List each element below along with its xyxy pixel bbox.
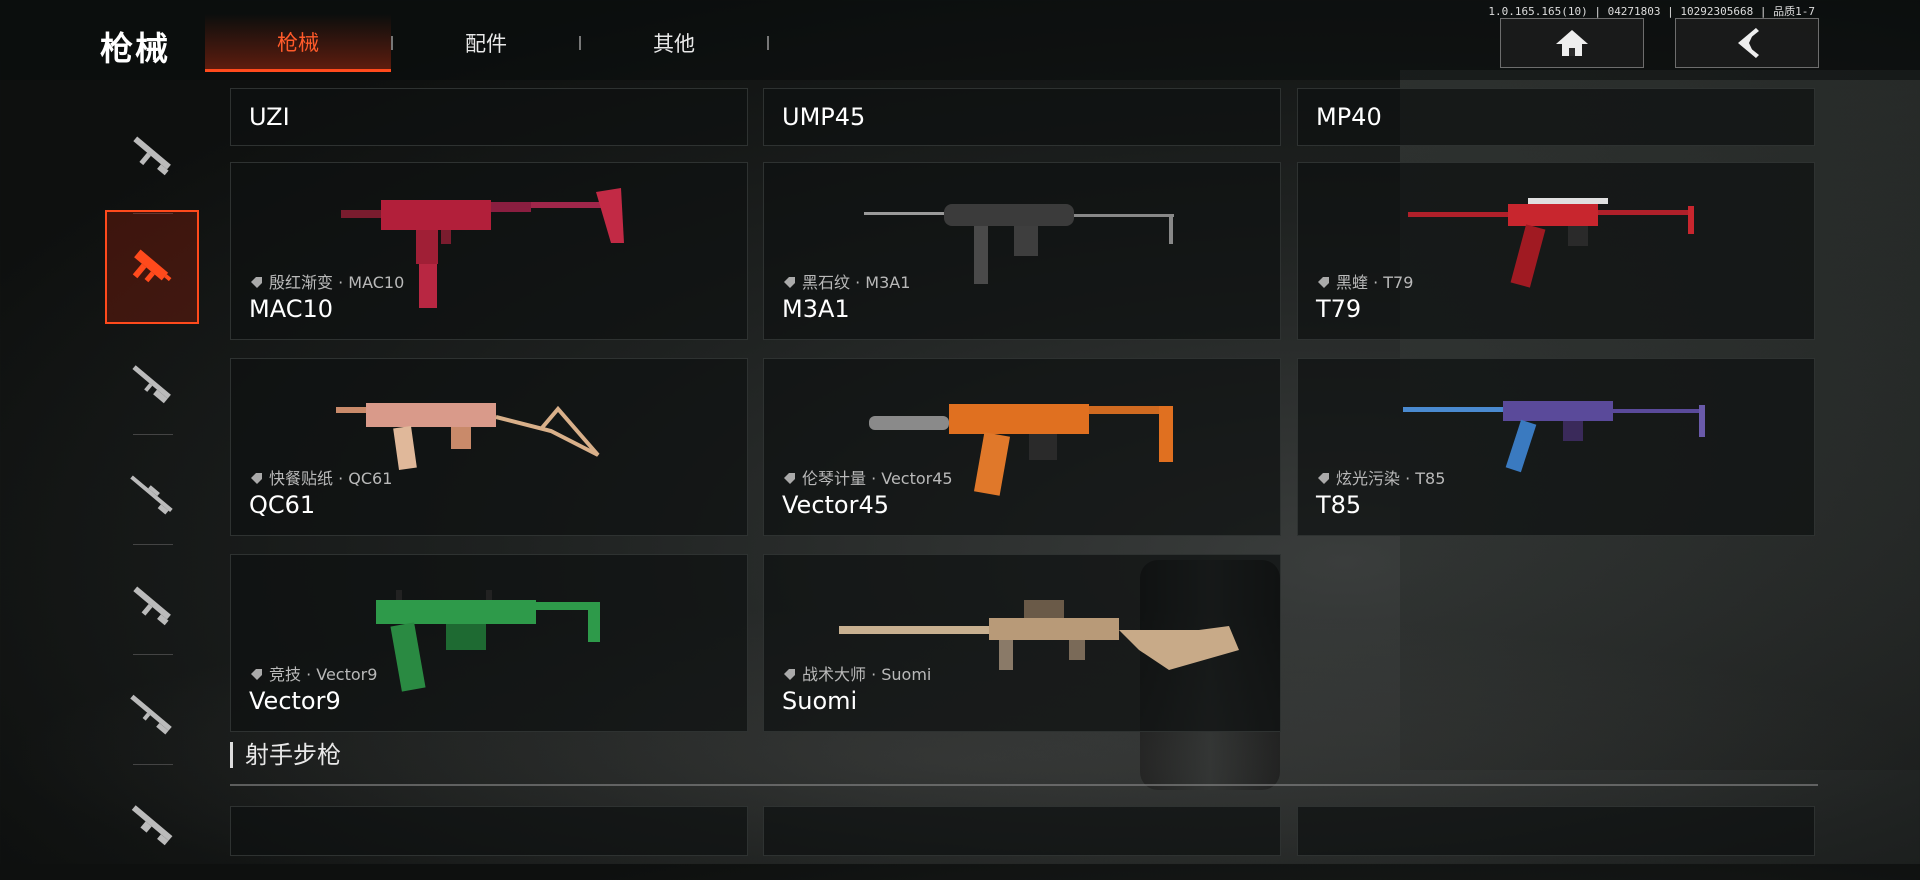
sniper-icon — [130, 475, 173, 515]
marksman-icon — [130, 694, 172, 735]
rail-rifle[interactable] — [105, 550, 201, 660]
weapon-card-placeholder[interactable] — [1297, 806, 1815, 856]
weapon-skin-label: 伦琴计量 · Vector45 — [802, 469, 953, 488]
tab-divider — [767, 36, 769, 50]
rifle-icon — [133, 586, 171, 626]
weapon-card-vector45[interactable]: 伦琴计量 · Vector45 Vector45 — [763, 358, 1281, 536]
weapon-card-suomi[interactable]: 战术大师 · Suomi Suomi — [763, 554, 1281, 732]
weapon-name: UMP45 — [782, 103, 866, 131]
weapon-name: Vector9 — [249, 687, 341, 715]
weapon-skin-label: 黑石纹 · M3A1 — [802, 273, 911, 292]
skin-tag-icon — [1316, 470, 1330, 484]
weapon-card-t85[interactable]: 炫光污染 · T85 T85 — [1297, 358, 1815, 536]
weapon-skin-label: 战术大师 · Suomi — [802, 665, 932, 684]
skin-tag-icon — [1316, 274, 1330, 288]
tab-attachments[interactable]: 配件 — [465, 32, 507, 56]
chevron-left-icon — [1738, 28, 1759, 58]
weapon-skin: 竞技 · Vector9 — [249, 661, 377, 685]
rail-divider — [133, 764, 173, 765]
weapon-skin: 黑石纹 · M3A1 — [782, 269, 910, 293]
t85-weapon-image — [1403, 401, 1705, 473]
vector45-weapon-image — [869, 404, 1173, 496]
weapon-card-placeholder[interactable] — [230, 806, 748, 856]
weapon-name: Vector45 — [782, 491, 890, 519]
version-info: 1.0.165.165(10) | 04271803 | 10292305668… — [1488, 5, 1815, 18]
rail-divider — [133, 544, 173, 545]
rail-assault-rifle[interactable] — [105, 100, 201, 210]
skin-tag-icon — [249, 666, 263, 680]
home-button[interactable] — [1500, 18, 1644, 68]
weapon-skin-label: 黑蝰 · T79 — [1336, 273, 1414, 292]
weapon-card-mp40[interactable]: MP40 — [1297, 88, 1815, 146]
m3a1-weapon-image — [864, 204, 1174, 284]
weapon-name: QC61 — [249, 491, 316, 519]
weapon-name: M3A1 — [782, 295, 850, 323]
weapon-card-placeholder[interactable] — [763, 806, 1281, 856]
tab-other[interactable]: 其他 — [653, 32, 695, 56]
home-icon — [1556, 30, 1588, 56]
skin-tag-icon — [782, 274, 796, 288]
weapon-card-t79[interactable]: 黑蝰 · T79 T79 — [1297, 162, 1815, 340]
weapon-skin: 战术大师 · Suomi — [782, 661, 931, 685]
weapon-name: T79 — [1316, 295, 1362, 323]
weapon-skin-label: 竞技 · Vector9 — [269, 665, 378, 684]
skin-tag-icon — [249, 470, 263, 484]
rail-smg[interactable] — [105, 210, 199, 324]
skin-tag-icon — [782, 470, 796, 484]
weapon-skin: 快餐贴纸 · QC61 — [249, 465, 392, 489]
weapon-skin: 伦琴计量 · Vector45 — [782, 465, 953, 489]
weapon-skin-label: 炫光污染 · T85 — [1336, 469, 1446, 488]
weapon-skin: 炫光污染 · T85 — [1316, 465, 1445, 489]
section-title-marksman: 射手步枪 — [230, 742, 341, 768]
category-tabs: 枪械 配件 其他 — [205, 14, 769, 72]
smg-icon — [132, 249, 172, 283]
assault-rifle-icon — [133, 136, 171, 176]
rail-marksman[interactable] — [105, 660, 201, 770]
weapon-card-uzi[interactable]: UZI — [230, 88, 748, 146]
suomi-weapon-image — [839, 600, 1239, 670]
rail-divider — [133, 654, 173, 655]
weapon-card-mac10[interactable]: 殷红渐变 · MAC10 MAC10 — [230, 162, 748, 340]
tab-divider — [391, 36, 393, 50]
weapon-name: Suomi — [782, 687, 858, 715]
lmg-icon — [131, 805, 173, 846]
rail-sniper[interactable] — [105, 440, 201, 550]
weapon-card-m3a1[interactable]: 黑石纹 · M3A1 M3A1 — [763, 162, 1281, 340]
qc61-weapon-image — [336, 403, 600, 471]
weapon-name: T85 — [1316, 491, 1362, 519]
weapon-skin-label: 殷红渐变 · MAC10 — [269, 273, 405, 292]
mac10-weapon-image — [341, 188, 624, 308]
section-divider — [230, 784, 1818, 786]
rail-shotgun[interactable] — [105, 330, 201, 440]
tab-guns[interactable]: 枪械 — [205, 14, 391, 72]
skin-tag-icon — [249, 274, 263, 288]
rail-divider — [133, 213, 173, 214]
weapon-card-qc61[interactable]: 快餐贴纸 · QC61 QC61 — [230, 358, 748, 536]
rail-lmg[interactable] — [105, 770, 201, 880]
back-button[interactable] — [1675, 18, 1819, 68]
weapon-skin: 黑蝰 · T79 — [1316, 269, 1413, 293]
skin-tag-icon — [782, 666, 796, 680]
weapon-card-ump45[interactable]: UMP45 — [763, 88, 1281, 146]
shotgun-icon — [132, 365, 171, 404]
weapon-card-vector9[interactable]: 竞技 · Vector9 Vector9 — [230, 554, 748, 732]
page-title: 枪械 — [100, 29, 170, 68]
tab-divider — [579, 36, 581, 50]
vector9-weapon-image — [376, 590, 600, 692]
weapon-name: MAC10 — [249, 295, 333, 323]
weapon-skin-label: 快餐贴纸 · QC61 — [269, 469, 393, 488]
weapon-name: MP40 — [1316, 103, 1382, 131]
weapon-name: UZI — [249, 103, 290, 131]
weapon-skin: 殷红渐变 · MAC10 — [249, 269, 404, 293]
rail-divider — [133, 434, 173, 435]
t79-weapon-image — [1408, 198, 1694, 288]
